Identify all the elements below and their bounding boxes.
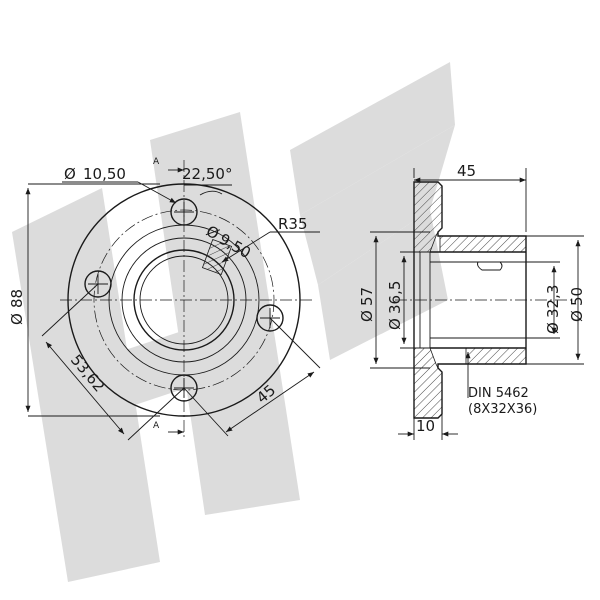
section-marker-top: A [153,157,160,167]
bolt-hole-diameter-symbol: Ø [64,165,76,183]
angle-label: 22,50° [182,165,232,183]
standard-label-line2: (8X32X36) [468,402,537,417]
spline-diameter-symbol: Ø [544,322,562,334]
bolt-hole-left [84,270,112,298]
hub-diameter-symbol: Ø [568,310,586,322]
overall-length-label: 45 [457,162,476,180]
hub-diameter-label: 50 [568,287,586,306]
flange-inner-diameter-symbol: Ø [358,310,376,322]
standard-label-line1: DIN 5462 [468,386,529,401]
bolt-hole-right [256,304,284,332]
outer-diameter-label: 88 [8,289,26,308]
bore-diameter-symbol: Ø [386,318,404,330]
bore-circle [133,249,235,351]
flange-thickness-label: 10 [416,417,435,435]
bolt-hole-top [170,198,198,226]
spline-diameter-label: 32,3 [544,285,562,318]
bolt-hole-diameter-label: 10,50 [83,165,126,183]
bore-diameter-label: 36,5 [386,281,404,314]
flange-outer-circle [67,183,301,417]
spline-outer-circle [121,237,247,363]
angle-arc [199,190,223,196]
radius-label: R35 [278,215,308,233]
bore-inner-circle [139,255,229,345]
outer-diameter-symbol: Ø [8,313,26,325]
flange-inner-diameter-label: 57 [358,287,376,306]
section-marker-bottom: A [153,421,160,431]
bolt-hole-bottom [170,374,198,402]
side-view: 45 Ø 57 Ø 36,5 Ø 32,3 Ø 50 10 DIN 5462 [358,162,586,440]
